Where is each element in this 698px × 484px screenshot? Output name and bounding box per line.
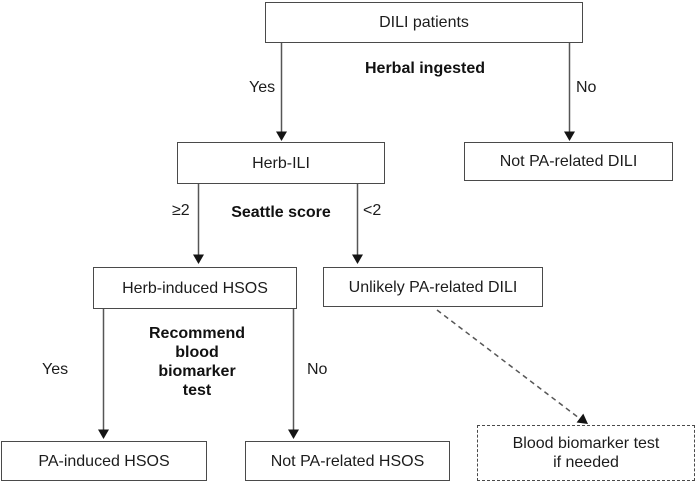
blood-biomarker-test-line2: if needed bbox=[553, 454, 619, 471]
arrowhead-herbhsos bbox=[193, 254, 204, 264]
decision-label-herbal-ingested: Herbal ingested bbox=[364, 60, 486, 77]
arrowhead-bloodtest bbox=[576, 413, 588, 424]
arrowhead-unlikely bbox=[352, 254, 363, 264]
edge-unlikely-to-bloodtest-dashed bbox=[436, 309, 580, 419]
node-not-pa-related-hsos-label: Not PA-related HSOS bbox=[270, 452, 425, 470]
decision-label-recommend-blood-biomarker-test: Recommend blood biomarker test bbox=[148, 325, 246, 399]
node-herb-induced-hsos: Herb-induced HSOS bbox=[93, 267, 297, 309]
arrowhead-notpahsos bbox=[288, 429, 299, 439]
edge-label-seattle-lt2: <2 bbox=[363, 202, 382, 219]
edge-label-herbal-no: No bbox=[576, 79, 597, 96]
edge-label-herbal-yes: Yes bbox=[249, 79, 276, 96]
node-pa-induced-hsos: PA-induced HSOS bbox=[1, 441, 207, 481]
node-herb-induced-hsos-label: Herb-induced HSOS bbox=[122, 279, 268, 297]
node-dili-patients-label: DILI patients bbox=[379, 14, 469, 31]
node-herb-ili-label: Herb-ILI bbox=[252, 154, 310, 172]
arrowhead-pahsos bbox=[98, 429, 109, 439]
node-not-pa-related-dili: Not PA-related DILI bbox=[464, 142, 673, 181]
node-unlikely-pa-related-dili: Unlikely PA-related DILI bbox=[323, 267, 543, 307]
node-pa-induced-hsos-label: PA-induced HSOS bbox=[38, 452, 170, 470]
arrowhead-herbili bbox=[276, 131, 287, 141]
node-blood-biomarker-test-label: Blood biomarker test if needed bbox=[513, 434, 660, 472]
arrowhead-notpadili bbox=[564, 131, 575, 141]
edge-label-biomarker-no: No bbox=[307, 361, 328, 378]
node-blood-biomarker-test: Blood biomarker test if needed bbox=[477, 425, 695, 481]
decision-label-seattle-score: Seattle score bbox=[231, 204, 331, 221]
node-not-pa-related-hsos: Not PA-related HSOS bbox=[245, 441, 450, 481]
node-dili-patients: DILI patients bbox=[265, 2, 583, 43]
blood-biomarker-test-line1: Blood biomarker test bbox=[512, 435, 660, 452]
node-unlikely-pa-related-dili-label: Unlikely PA-related DILI bbox=[348, 278, 518, 296]
edge-label-seattle-ge2: ≥2 bbox=[172, 202, 190, 219]
node-herb-ili: Herb-ILI bbox=[177, 142, 385, 184]
edge-label-biomarker-yes: Yes bbox=[42, 361, 69, 378]
node-not-pa-related-dili-label: Not PA-related DILI bbox=[499, 153, 638, 170]
